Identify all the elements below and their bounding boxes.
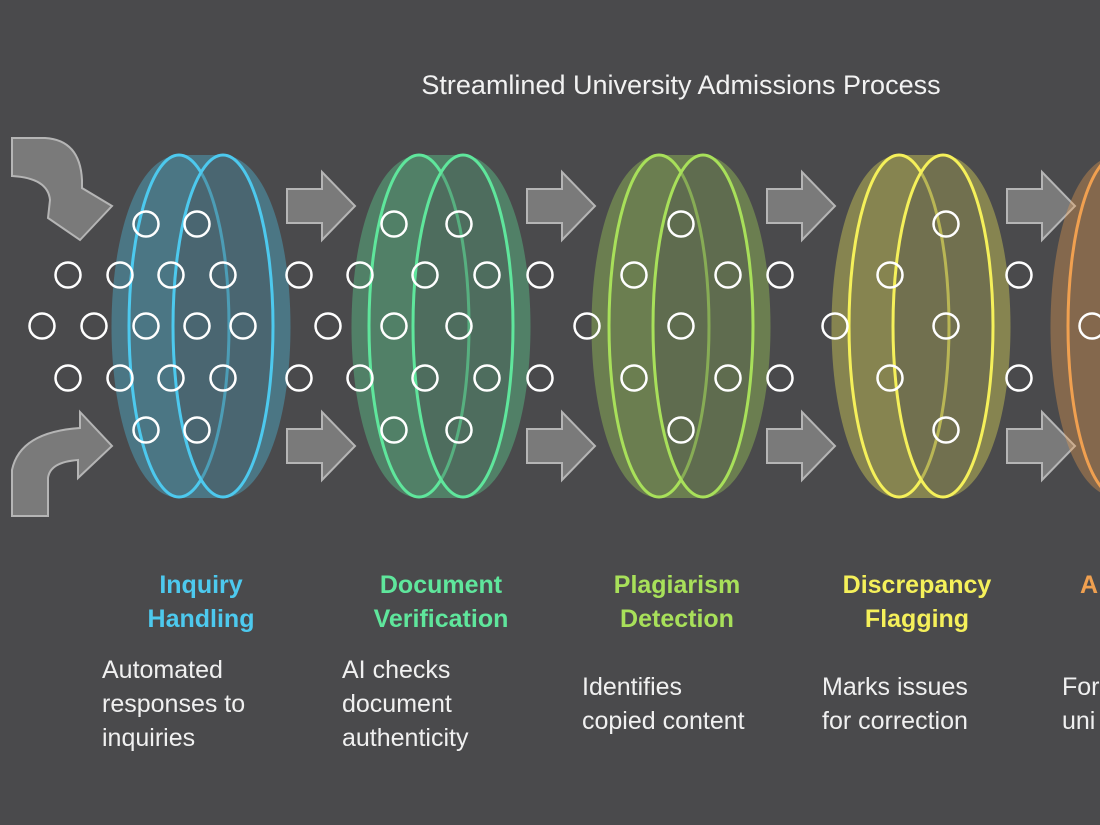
- flow-dot: [714, 261, 742, 289]
- curved-arrow-top-icon: [11, 137, 114, 242]
- curved-arrow-bottom-icon: [11, 409, 114, 517]
- flow-dot: [573, 312, 601, 340]
- arrow-right-icon: [286, 409, 357, 483]
- flow-dot: [380, 210, 408, 238]
- flow-dot: [1005, 364, 1033, 392]
- flow-dot: [876, 261, 904, 289]
- flow-dot: [526, 364, 554, 392]
- flow-dot: [411, 261, 439, 289]
- flow-dot: [132, 416, 160, 444]
- flow-dot: [667, 312, 695, 340]
- arrow-right-icon: [1006, 169, 1077, 243]
- flow-dot: [526, 261, 554, 289]
- flow-dot: [667, 210, 695, 238]
- flow-dot: [932, 416, 960, 444]
- arrow-right-icon: [766, 409, 837, 483]
- flow-dot: [932, 210, 960, 238]
- stage-ring: [1050, 161, 1100, 492]
- stage-ring: [111, 153, 291, 499]
- flow-dot: [80, 312, 108, 340]
- flow-dot: [473, 261, 501, 289]
- flow-dot: [473, 364, 501, 392]
- flow-dot: [157, 261, 185, 289]
- flow-dot: [183, 416, 211, 444]
- flow-dot: [106, 364, 134, 392]
- flow-dot: [766, 364, 794, 392]
- flow-dot: [445, 210, 473, 238]
- stage-ring: [831, 153, 1011, 499]
- flow-dot: [714, 364, 742, 392]
- flow-dot: [183, 312, 211, 340]
- flow-dot: [229, 312, 257, 340]
- flow-dot: [411, 364, 439, 392]
- flow-dot: [54, 364, 82, 392]
- flow-dot: [54, 261, 82, 289]
- arrow-right-icon: [526, 169, 597, 243]
- flow-dot: [821, 312, 849, 340]
- flow-dot: [380, 416, 408, 444]
- flow-dot: [620, 364, 648, 392]
- arrow-right-icon: [1006, 409, 1077, 483]
- stage-title-partial: A: [1080, 571, 1099, 599]
- flow-dot: [932, 312, 960, 340]
- flow-dot: [346, 364, 374, 392]
- flow-dot: [209, 261, 237, 289]
- flow-dot: [132, 312, 160, 340]
- flow-dot: [183, 210, 211, 238]
- flow-dot: [876, 364, 904, 392]
- flow-dot: [667, 416, 695, 444]
- stage-ring: [591, 153, 771, 499]
- flow-dot: [209, 364, 237, 392]
- arrow-right-icon: [766, 169, 837, 243]
- flow-dot: [445, 312, 473, 340]
- flow-dot: [157, 364, 185, 392]
- arrow-right-icon: [286, 169, 357, 243]
- flow-dot: [766, 261, 794, 289]
- arrow-right-icon: [526, 409, 597, 483]
- flow-dot: [445, 416, 473, 444]
- flow-dot: [132, 210, 160, 238]
- flow-dot: [285, 364, 313, 392]
- flow-dot: [314, 312, 342, 340]
- flow-dot: [380, 312, 408, 340]
- flow-dot: [346, 261, 374, 289]
- diagram-title: Streamlined University Admissions Proces…: [421, 70, 941, 100]
- flow-dot: [106, 261, 134, 289]
- stage-ring: [351, 153, 531, 499]
- flow-dot: [28, 312, 56, 340]
- flow-dot: [1078, 312, 1100, 340]
- flow-dot: [285, 261, 313, 289]
- flow-dot: [620, 261, 648, 289]
- flow-dot: [1005, 261, 1033, 289]
